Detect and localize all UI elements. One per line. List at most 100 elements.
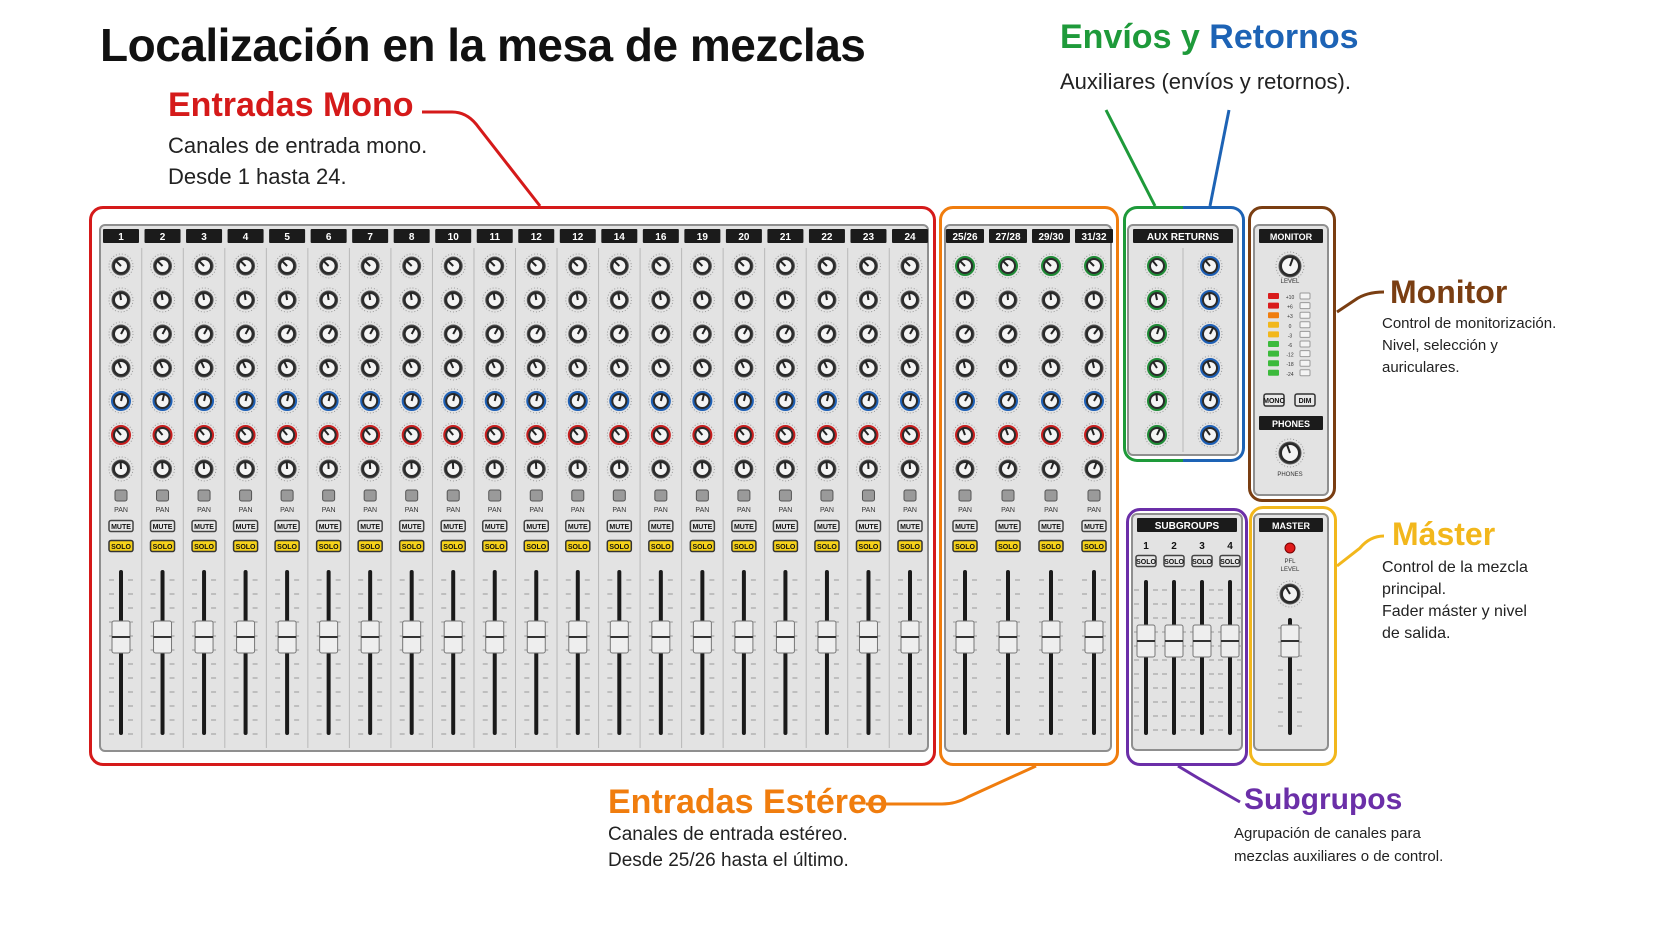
stereo-desc-line: Canales de entrada estéreo.: [608, 824, 848, 845]
knob-scale: [233, 456, 259, 482]
knob-pointer: [117, 361, 122, 369]
channel-knob[interactable]: [108, 321, 134, 347]
channel-knob[interactable]: [150, 287, 176, 313]
channel-fader[interactable]: [150, 570, 175, 735]
knob-pointer: [202, 292, 206, 301]
solo-button[interactable]: SOLO: [232, 539, 259, 553]
channel-knob[interactable]: [108, 422, 134, 448]
pan-button[interactable]: [239, 489, 253, 502]
channel-knob[interactable]: [191, 321, 217, 347]
mute-button[interactable]: MUTE: [191, 519, 217, 533]
knob-scale: [191, 422, 217, 448]
channel-knob[interactable]: [233, 253, 259, 279]
stereo-desc-line: Desde 25/26 hasta el último.: [608, 850, 849, 871]
mono-desc-line: Desde 1 hasta 24.: [168, 164, 347, 189]
pan-button[interactable]: [156, 489, 170, 502]
knob-scale: [191, 253, 217, 279]
stereo-leader-line: [866, 764, 1037, 806]
channel-knob[interactable]: [150, 355, 176, 381]
monitor-desc-line: Control de monitorización.: [1382, 315, 1557, 332]
pan-label: PAN: [197, 507, 211, 514]
channel-knob[interactable]: [233, 287, 259, 313]
channel-knob[interactable]: [191, 388, 217, 414]
subgroups-section-title: Subgrupos: [1244, 783, 1403, 816]
knob-scale: [108, 388, 134, 414]
aux-title-sends: Envíos y: [1060, 18, 1200, 56]
knob-scale: [150, 422, 176, 448]
knob-pointer: [244, 393, 249, 402]
channel-number-label: 3: [201, 232, 207, 243]
solo-button[interactable]: SOLO: [191, 539, 217, 553]
mono-desc-line: Canales de entrada mono.: [168, 133, 428, 158]
mute-button-body: [232, 519, 259, 533]
monitor-frame: [1248, 206, 1336, 502]
mute-button[interactable]: MUTE: [108, 519, 134, 533]
master-section-title: Máster: [1392, 516, 1496, 552]
channel-knob[interactable]: [233, 321, 259, 347]
aux-section-desc: Auxiliares (envíos y retornos).: [1060, 66, 1351, 97]
knob-pointer: [203, 327, 209, 335]
channel-knob[interactable]: [150, 456, 176, 482]
knob-pointer: [160, 292, 164, 301]
channel-knob[interactable]: [191, 422, 217, 448]
knob-scale: [233, 355, 259, 381]
channel-fader[interactable]: [233, 570, 258, 735]
channel-fader[interactable]: [192, 570, 217, 735]
channel-knob[interactable]: [108, 456, 134, 482]
channel-knob[interactable]: [108, 287, 134, 313]
channel-knob[interactable]: [108, 388, 134, 414]
knob-pointer: [119, 292, 122, 301]
channel-knob[interactable]: [150, 253, 176, 279]
knob-pointer: [161, 327, 167, 335]
master-desc-line: Fader máster y nivel: [1382, 603, 1527, 620]
channel-header: [103, 229, 139, 243]
monitor-desc-line: auriculares.: [1382, 359, 1460, 376]
knob-scale: [233, 388, 259, 414]
monitor-desc-line: Nivel, selección y: [1382, 337, 1498, 354]
channel-fader[interactable]: [109, 570, 133, 735]
knob-pointer: [161, 393, 166, 402]
aux-sends-frame: [1123, 206, 1185, 462]
channel-knob[interactable]: [108, 355, 134, 381]
channel-number-label: 1: [118, 232, 124, 243]
channel-knob[interactable]: [191, 355, 217, 381]
knob-scale: [191, 287, 217, 313]
channel-knob[interactable]: [191, 253, 217, 279]
pan-button[interactable]: [197, 489, 211, 502]
channel-knob[interactable]: [233, 422, 259, 448]
knob-scale: [108, 456, 134, 482]
mono-leader-line: [422, 110, 542, 207]
mute-button-body: [108, 519, 134, 533]
channel-knob[interactable]: [108, 253, 134, 279]
channel-number-label: 2: [160, 232, 166, 243]
stereo-frame: [939, 206, 1119, 766]
knob-scale: [233, 253, 259, 279]
channel-knob[interactable]: [191, 287, 217, 313]
knob-pointer: [203, 393, 207, 402]
channel-knob[interactable]: [233, 388, 259, 414]
monitor-leader-line: [1336, 290, 1385, 314]
channel-knob[interactable]: [191, 456, 217, 482]
master-desc-line: Control de la mezcla: [1382, 559, 1528, 576]
knob-pointer: [120, 327, 126, 335]
channel-knob[interactable]: [150, 422, 176, 448]
knob-pointer: [240, 428, 247, 436]
mute-button[interactable]: MUTE: [232, 519, 259, 533]
knob-scale: [233, 287, 259, 313]
solo-button-label: SOLO: [194, 544, 214, 551]
master-frame: [1249, 506, 1337, 766]
channel-knob[interactable]: [150, 321, 176, 347]
mute-button[interactable]: MUTE: [149, 519, 176, 533]
channel-knob[interactable]: [233, 355, 259, 381]
aux-desc-line: Auxiliares (envíos y retornos).: [1060, 69, 1351, 94]
channel-knob[interactable]: [150, 388, 176, 414]
knob-scale: [150, 388, 176, 414]
pan-button[interactable]: [114, 489, 128, 502]
solo-button[interactable]: SOLO: [149, 539, 176, 553]
solo-button[interactable]: SOLO: [108, 539, 134, 553]
solo-button-body: [232, 539, 259, 553]
channel-knob[interactable]: [233, 456, 259, 482]
mono-section-title: Entradas Mono: [168, 86, 414, 124]
